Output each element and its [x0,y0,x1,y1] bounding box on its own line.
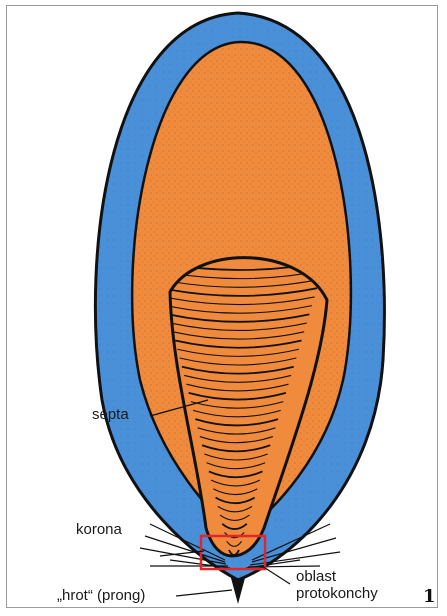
region-leader-line [262,566,290,584]
label-prong: „hrot“ (prong) [57,587,145,604]
prong [231,578,245,604]
label-septa: septa [92,406,129,423]
figure-number: 1 [423,586,436,607]
label-region-line2: protokonchy [296,585,378,602]
label-korona: korona [76,521,122,538]
label-region-line1: oblast [296,568,336,585]
prong-leader-line [176,590,232,596]
